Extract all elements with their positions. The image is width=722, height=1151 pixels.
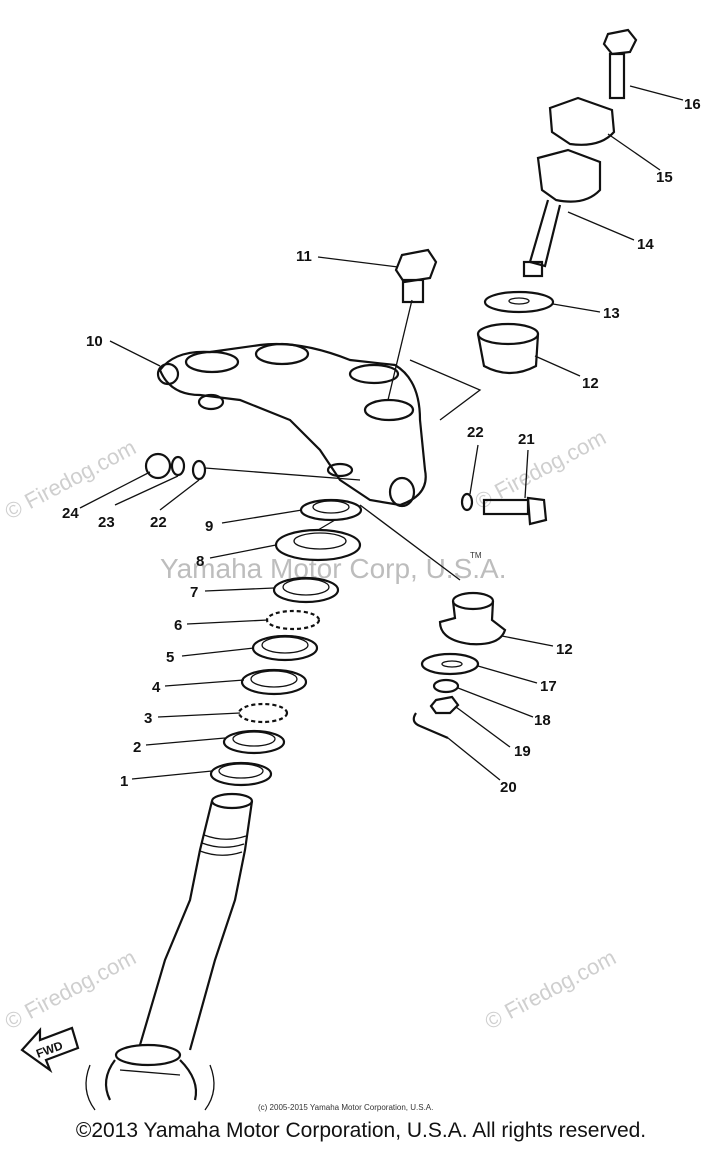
callout-12a: 12	[582, 375, 599, 392]
part-5-bearing-race	[251, 634, 319, 662]
callout-2: 2	[133, 739, 141, 756]
callout-12b: 12	[556, 641, 573, 658]
callout-5: 5	[166, 649, 174, 666]
part-3-steel-balls	[237, 702, 289, 724]
part-12-collar-lower	[438, 591, 507, 646]
callout-7: 7	[190, 584, 198, 601]
callout-1: 1	[120, 773, 128, 790]
callout-11: 11	[296, 248, 312, 265]
callout-23: 23	[98, 514, 115, 531]
steering-stem	[85, 792, 254, 1111]
leader-lines	[79, 85, 684, 781]
callout-6: 6	[174, 617, 182, 634]
part-17-washer	[420, 652, 480, 676]
small-copyright: (c) 2005-2015 Yamaha Motor Corporation, …	[258, 1103, 433, 1112]
callout-3: 3	[144, 710, 152, 727]
callout-21: 21	[518, 431, 535, 448]
assembly-lines	[204, 299, 482, 581]
part-12-collar-upper	[476, 322, 540, 375]
part-16-bolt	[602, 28, 638, 100]
copyright-footer: ©2013 Yamaha Motor Corporation, U.S.A. A…	[75, 1119, 647, 1142]
part-18-nut	[432, 678, 460, 694]
part-2-bearing-race	[222, 729, 286, 755]
part-20-cotter-pin	[412, 712, 449, 740]
part-21-bolt	[482, 496, 548, 526]
callout-24: 24	[62, 505, 79, 522]
part-1-dust-seal	[209, 761, 273, 787]
callout-22a: 22	[467, 424, 484, 441]
part-9-ring-nut	[299, 498, 363, 522]
part-19-nut	[429, 695, 460, 715]
part-22-washer-left	[191, 459, 207, 481]
callout-18: 18	[534, 712, 551, 729]
callout-13: 13	[603, 305, 620, 322]
callouts: 1 2 3 4 5 6 7 8 9 10 11 12 12 13 14 15 1…	[62, 96, 701, 796]
callout-4: 4	[152, 679, 161, 696]
part-7-bearing-race	[272, 576, 340, 604]
part-4-bearing-race	[240, 668, 308, 696]
watermark-firedog-bottom-right: © Firedog.com	[481, 944, 620, 1034]
callout-22b: 22	[150, 514, 167, 531]
part-23-lock-washer	[170, 455, 186, 477]
callout-16: 16	[684, 96, 701, 113]
part-15-upper-holder	[548, 96, 616, 146]
watermark-tm: TM	[470, 551, 482, 560]
part-11-bolt	[394, 248, 438, 304]
callout-19: 19	[514, 743, 531, 760]
fwd-arrow: FWD	[20, 1026, 80, 1074]
callout-20: 20	[500, 779, 517, 796]
callout-10: 10	[86, 333, 103, 350]
part-6-steel-balls	[265, 609, 321, 631]
watermark-firedog-bottom-left: © Firedog.com	[1, 944, 140, 1034]
part-13-washer	[483, 290, 555, 314]
part-22-washer-right	[460, 492, 474, 512]
callout-15: 15	[656, 169, 673, 186]
callout-8: 8	[196, 553, 204, 570]
part-10-upper-bracket	[156, 342, 427, 508]
callout-14: 14	[637, 236, 654, 253]
callout-9: 9	[205, 518, 213, 535]
fwd-label: FWD	[34, 1038, 65, 1061]
part-24-cap-nut	[144, 452, 172, 480]
part-14-handlebar-holder	[522, 148, 602, 278]
callout-17: 17	[540, 678, 557, 695]
